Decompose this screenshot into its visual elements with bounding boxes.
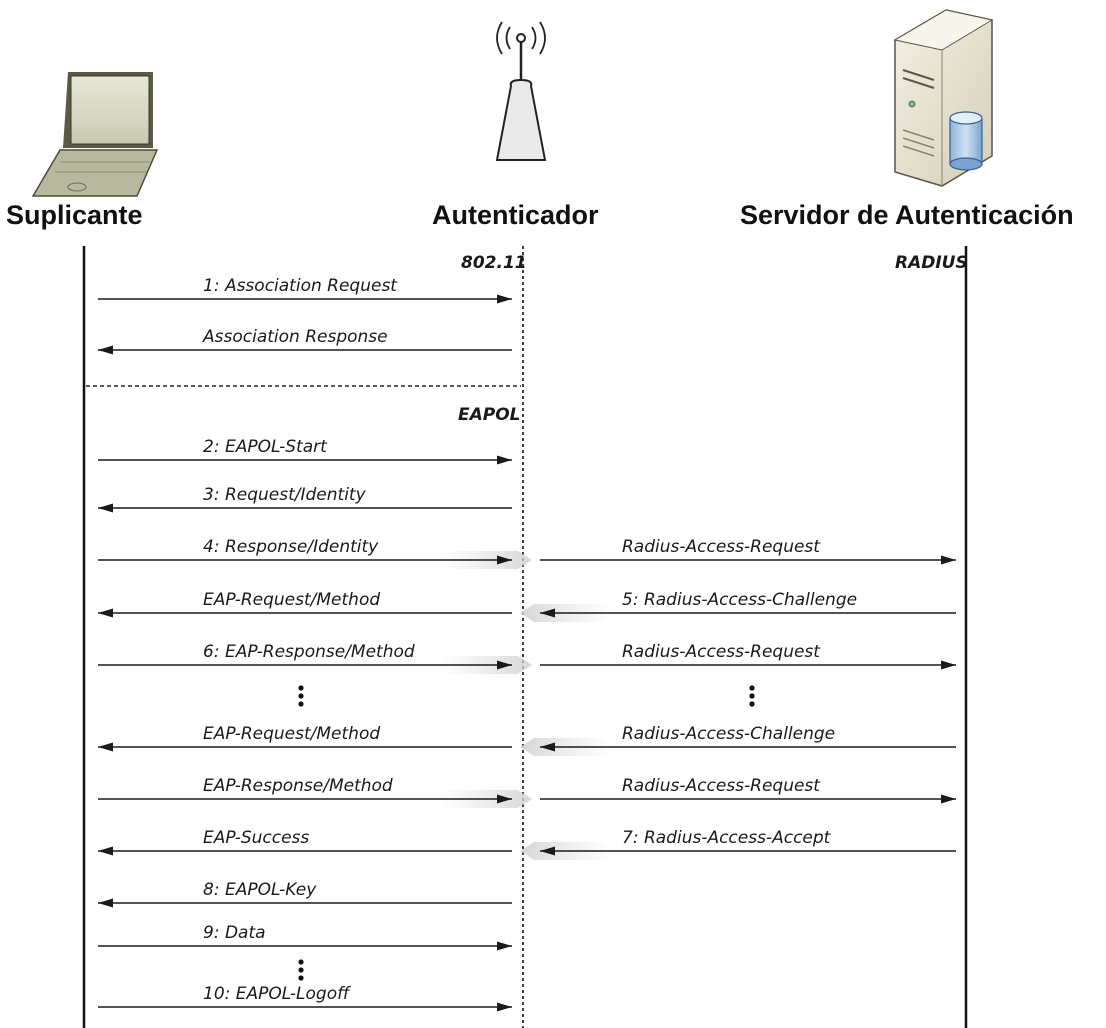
message-3: 3: Request/Identity <box>98 485 512 513</box>
protocol-label-eapol: EAPOL <box>458 405 521 425</box>
message-11: Radius-Access-Challenge <box>520 724 956 756</box>
laptop-icon <box>31 72 159 197</box>
message-12: EAP-Response/Method <box>98 776 532 808</box>
message-label: EAP-Success <box>203 828 309 848</box>
protocol-label-radius: RADIUS <box>895 253 968 273</box>
message-6: EAP-Request/Method <box>98 590 512 618</box>
ellipsis-0 <box>298 685 304 707</box>
message-1: Association Response <box>98 327 512 355</box>
message-label: 2: EAPOL-Start <box>203 437 328 457</box>
server-label: Servidor de Autenticación <box>740 200 1074 230</box>
arrowhead <box>98 742 113 752</box>
arrowhead <box>540 742 555 752</box>
message-0: 1: Association Request <box>98 276 512 304</box>
arrowhead <box>941 660 956 670</box>
arrowhead <box>497 941 512 951</box>
arrowhead <box>98 345 113 355</box>
message-8: 6: EAP-Response/Method <box>98 642 532 674</box>
message-label: 1: Association Request <box>203 276 398 296</box>
message-4: 4: Response/Identity <box>98 537 532 569</box>
message-label: 10: EAPOL-Logoff <box>203 984 351 1004</box>
arrowhead <box>497 555 512 565</box>
protocol-label-80211: 802.11 <box>461 253 527 273</box>
message-7: 5: Radius-Access-Challenge <box>520 590 956 622</box>
message-label: Radius-Access-Challenge <box>622 724 835 744</box>
message-label: 9: Data <box>203 923 266 943</box>
message-16: 8: EAPOL-Key <box>98 880 512 908</box>
arrowhead <box>98 846 113 856</box>
wireless-access-point-icon <box>495 21 547 161</box>
message-label: EAP-Request/Method <box>203 724 380 744</box>
message-15: 7: Radius-Access-Accept <box>520 828 956 860</box>
arrowhead <box>941 794 956 804</box>
message-18: 10: EAPOL-Logoff <box>98 984 512 1012</box>
message-label: Radius-Access-Request <box>622 776 821 796</box>
server-icon <box>893 9 994 187</box>
message-label: 6: EAP-Response/Method <box>203 642 415 662</box>
arrowhead <box>98 503 113 513</box>
arrowhead <box>497 1002 512 1012</box>
arrowhead <box>98 608 113 618</box>
message-label: 7: Radius-Access-Accept <box>622 828 832 848</box>
message-label: 4: Response/Identity <box>203 537 379 557</box>
ellipsis-1 <box>749 685 755 707</box>
ellipsis-2 <box>298 959 304 981</box>
message-2: 2: EAPOL-Start <box>98 437 512 465</box>
message-10: EAP-Request/Method <box>98 724 512 752</box>
message-label: Association Response <box>202 327 388 347</box>
message-label: EAP-Request/Method <box>203 590 380 610</box>
message-label: Radius-Access-Request <box>622 537 821 557</box>
arrowhead <box>540 846 555 856</box>
message-14: EAP-Success <box>98 828 512 856</box>
arrowhead <box>98 898 113 908</box>
arrowhead <box>540 608 555 618</box>
message-17: 9: Data <box>98 923 512 951</box>
supplicant-label: Suplicante <box>6 200 143 230</box>
arrowhead <box>497 794 512 804</box>
message-13: Radius-Access-Request <box>540 776 956 804</box>
message-9: Radius-Access-Request <box>540 642 956 670</box>
message-label: 5: Radius-Access-Challenge <box>622 590 857 610</box>
message-label: EAP-Response/Method <box>203 776 393 796</box>
arrowhead <box>497 294 512 304</box>
arrowhead <box>497 660 512 670</box>
arrowhead <box>497 455 512 465</box>
message-label: Radius-Access-Request <box>622 642 821 662</box>
arrowhead <box>941 555 956 565</box>
message-label: 3: Request/Identity <box>203 485 367 505</box>
message-label: 8: EAPOL-Key <box>203 880 317 900</box>
message-5: Radius-Access-Request <box>540 537 956 565</box>
authenticator-label: Autenticador <box>432 200 599 230</box>
